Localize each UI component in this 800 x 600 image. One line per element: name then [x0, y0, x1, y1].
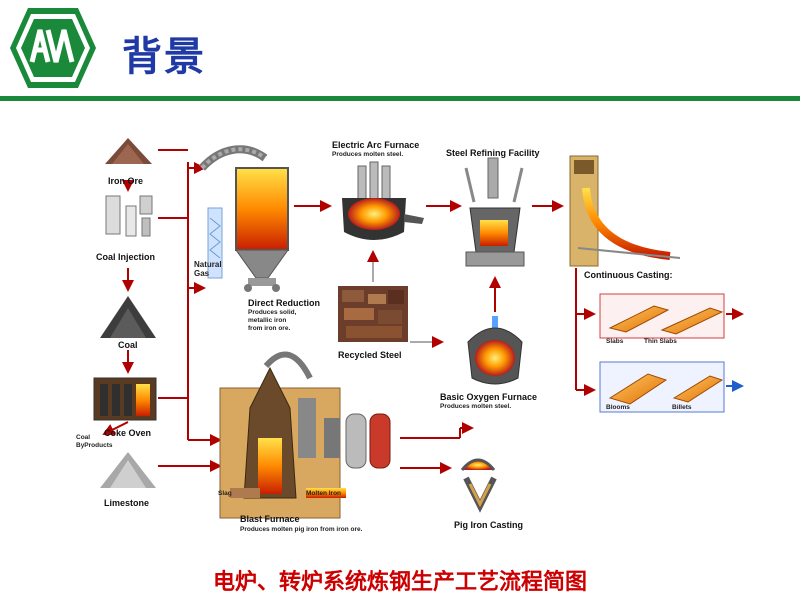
label-limestone: Limestone — [104, 498, 150, 508]
coke-oven — [93, 377, 157, 421]
label-slag: Slag — [218, 490, 232, 497]
label-coal-byproducts: Coal ByProducts — [76, 434, 113, 449]
label-continuous-casting: Continuous Casting: — [584, 270, 673, 280]
label-blooms: Blooms — [606, 404, 630, 411]
electric-arc-furnace — [342, 161, 424, 240]
limestone-pile — [100, 452, 156, 488]
label-bof-note: Produces molten steel. — [440, 403, 512, 410]
direct-reduction-vessel — [235, 167, 289, 292]
recycled-steel-scrap — [338, 286, 408, 342]
basic-oxygen-furnace — [467, 316, 523, 385]
page-title: 背景 — [122, 34, 206, 80]
blast-furnace — [219, 351, 391, 519]
iron-ore-pile — [105, 138, 152, 164]
label-basic-oxygen-furnace: Basic Oxygen Furnace — [440, 392, 538, 402]
ore-conveyor — [199, 145, 268, 171]
label-molten-iron: Molten Iron — [306, 490, 342, 497]
label-direct-reduction: Direct Reduction — [248, 298, 321, 308]
label-iron-ore: Iron Ore — [108, 176, 144, 186]
continuous-caster — [569, 155, 681, 267]
label-eaf-note: Produces molten steel. — [332, 151, 404, 158]
label-blast-furnace-note: Produces molten pig iron from iron ore. — [240, 526, 363, 533]
flow-graphics — [93, 138, 744, 519]
label-direct-reduction-note: Produces solid, metallic iron from iron … — [248, 309, 297, 332]
label-natural-gas: Natural Gas — [194, 260, 222, 278]
slide-caption: 电炉、转炉系统炼钢生产工艺流程简图 — [212, 570, 587, 595]
label-electric-arc-furnace: Electric Arc Furnace — [332, 140, 420, 150]
coal-injection-unit — [105, 195, 153, 237]
label-thin-slabs: Thin Slabs — [644, 338, 677, 345]
steel-refining-ladle — [464, 157, 525, 267]
label-pig-iron-casting: Pig Iron Casting — [454, 520, 524, 530]
label-billets: Billets — [672, 404, 692, 411]
header-divider — [0, 96, 800, 101]
label-slabs: Slabs — [606, 338, 624, 345]
steelmaking-flow-diagram: Iron Ore Coal Injection Coal Coke Oven C… — [70, 128, 750, 548]
coal-pile — [100, 296, 156, 338]
label-recycled-steel: Recycled Steel — [338, 350, 402, 360]
label-blast-furnace: Blast Furnace — [240, 514, 300, 524]
label-steel-refining-facility: Steel Refining Facility — [446, 148, 540, 158]
label-coal: Coal — [118, 340, 138, 350]
natural-gas-column — [207, 207, 223, 279]
label-coke-oven: Coke Oven — [104, 428, 152, 438]
label-coal-injection: Coal Injection — [96, 252, 156, 262]
pig-iron-casting-machine — [460, 458, 497, 513]
company-logo — [10, 8, 96, 88]
